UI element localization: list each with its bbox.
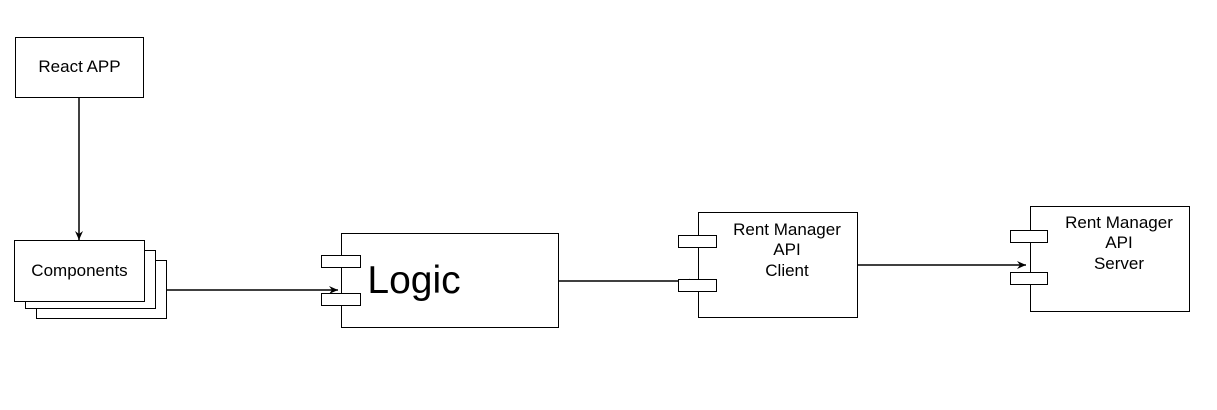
logic-port-bottom	[321, 293, 361, 306]
api-client-port-bottom	[678, 279, 717, 292]
react-app-node[interactable]	[15, 37, 144, 98]
components-label: Components	[31, 261, 128, 280]
logic-port-top	[321, 255, 361, 268]
logic-label: Logic	[367, 259, 461, 302]
edge-logic-to-api-client	[558, 278, 698, 287]
api-server-port-bottom	[1010, 272, 1048, 285]
api-server-label: Rent Manager API Server	[1065, 213, 1173, 273]
components-node[interactable]	[14, 240, 145, 302]
api-client-node[interactable]	[698, 212, 858, 318]
api-client-label: Rent Manager API Client	[733, 220, 841, 280]
react-app-label: React APP	[38, 57, 121, 76]
logic-node[interactable]	[341, 233, 559, 328]
api-client-port-top	[678, 235, 717, 248]
api-server-port-top	[1010, 230, 1048, 243]
api-server-node[interactable]	[1030, 206, 1190, 312]
